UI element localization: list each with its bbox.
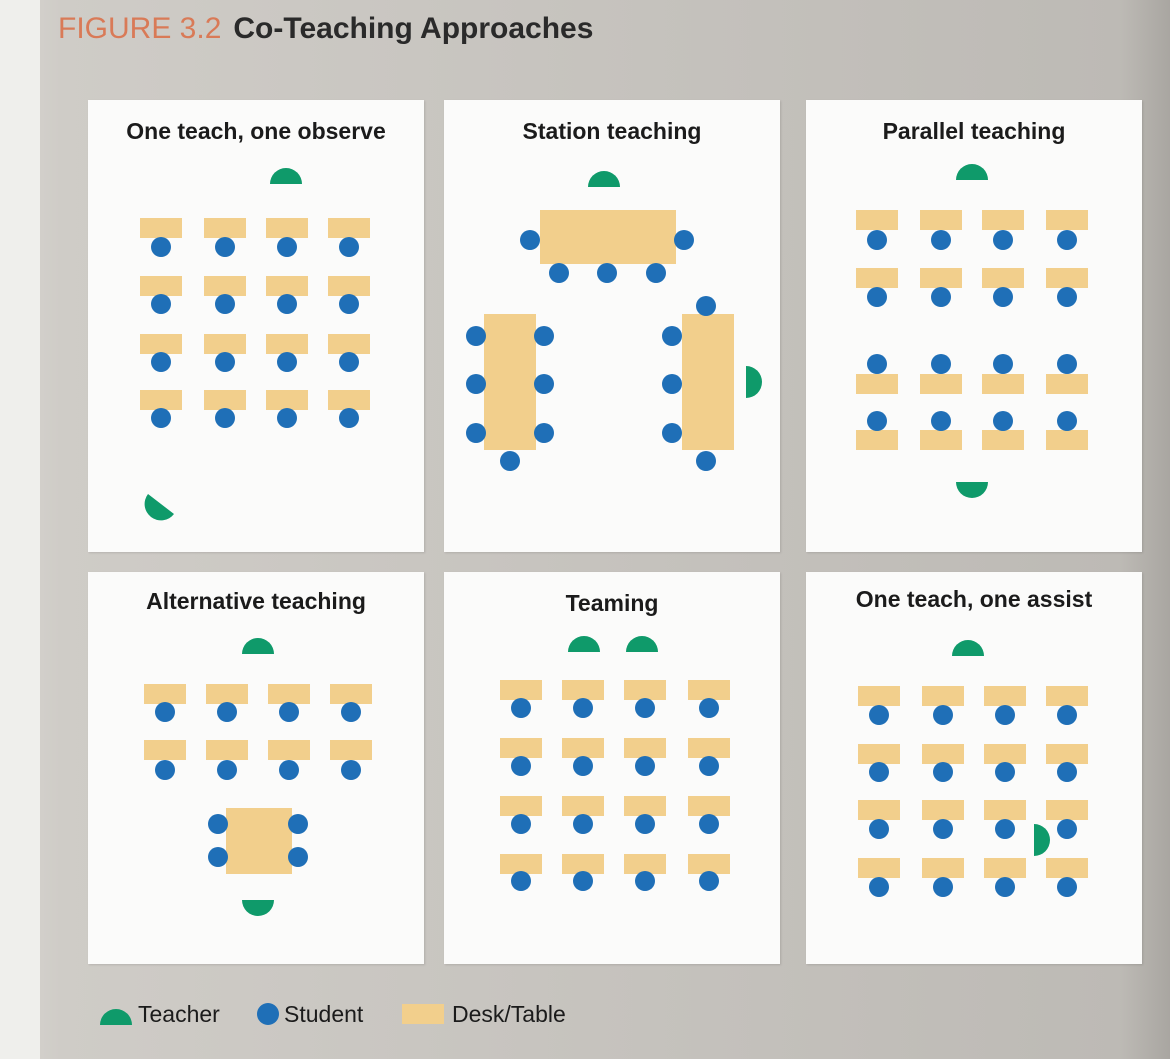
teacher-icons [568, 636, 658, 652]
figure-name: Co-Teaching Approaches [233, 12, 594, 45]
student-icons [466, 230, 716, 471]
panel-one-teach-one-observe: One teach, one observe [88, 100, 424, 552]
desk-rows [144, 684, 372, 874]
desk-rows [500, 680, 730, 874]
teacher-icons [588, 171, 762, 398]
student-icons [867, 230, 1077, 431]
panel-title: Parallel teaching [882, 118, 1066, 144]
figure-number: FIGURE 3.2 [58, 12, 222, 45]
teacher-icons [956, 164, 988, 498]
panel-title: One teach, one assist [855, 586, 1093, 612]
classroom-diagram [140, 168, 370, 521]
station-tables [484, 210, 734, 450]
student-icons [151, 237, 359, 428]
desk-rows [140, 218, 370, 410]
student-icons [869, 705, 1077, 897]
panel-parallel-teaching: Parallel teaching [806, 100, 1142, 552]
classroom-diagram [856, 164, 1088, 498]
panel-title: Teaming [565, 590, 659, 616]
teacher-icons [952, 640, 1050, 856]
panel-title: One teach, one observe [126, 118, 386, 144]
panel-alternative-teaching: Alternative teaching [88, 572, 424, 964]
classroom-diagram [858, 640, 1088, 897]
classroom-diagram [466, 171, 762, 471]
teacher-icon [270, 168, 302, 184]
panel-station-teaching: Station teaching [444, 100, 780, 552]
student-icons [511, 698, 719, 891]
legend-desk-icon [402, 1004, 444, 1024]
page-margin [0, 0, 40, 1059]
student-icons [155, 702, 361, 867]
figure-title: FIGURE 3.2 Co-Teaching Approaches [58, 12, 593, 46]
legend-teacher-icon [100, 1009, 132, 1025]
legend-student-label: Student [284, 1001, 364, 1027]
legend-teacher-label: Teacher [138, 1001, 220, 1027]
panel-teaming: Teaming [444, 572, 780, 964]
desk-rows [858, 686, 1088, 878]
desk-rows [856, 210, 1088, 450]
panel-title: Alternative teaching [146, 588, 366, 614]
legend-desk-label: Desk/Table [452, 1001, 566, 1027]
classroom-diagram [144, 638, 372, 916]
teacher-icons [242, 638, 274, 916]
panel-title: Station teaching [522, 118, 702, 144]
classroom-diagram [500, 636, 730, 891]
panel-one-teach-one-assist: One teach, one assist [806, 572, 1142, 964]
observer-teacher-icon [144, 494, 174, 521]
legend-student-icon [257, 1003, 279, 1025]
